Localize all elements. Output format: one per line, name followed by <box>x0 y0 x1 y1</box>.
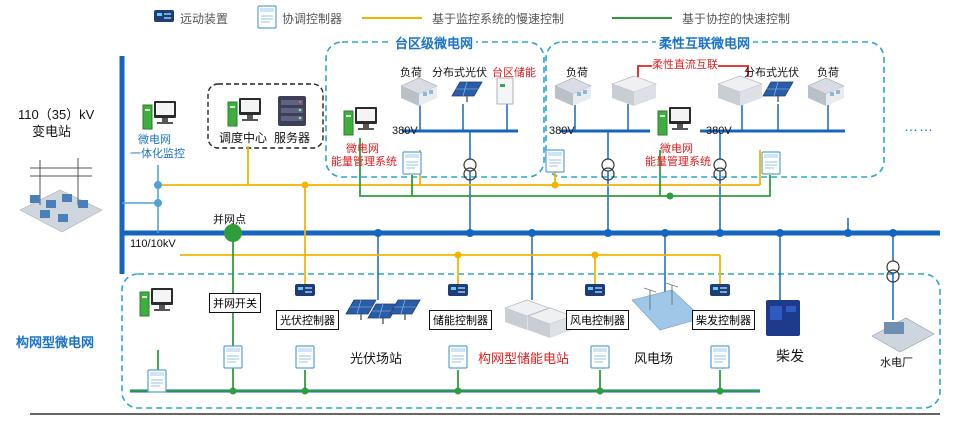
server-icon <box>278 96 306 126</box>
area-load-icon <box>400 77 438 107</box>
flex-pv-label: 分布式光伏 <box>744 67 799 79</box>
flex-ems-label-1: 微电网 <box>660 143 693 155</box>
grid-forming-box <box>121 273 941 409</box>
pv-station-image <box>345 299 421 325</box>
substation-voltage: 110（35）kV <box>18 107 95 122</box>
wind-farm-label: 风电场 <box>634 351 674 366</box>
diesel-rtu-icon <box>710 284 730 296</box>
area-ems-label-1: 微电网 <box>346 143 379 155</box>
storage-station-image <box>504 299 573 339</box>
grid-forming-title: 构网型微电网 <box>16 335 95 350</box>
dispatch-box <box>207 83 324 149</box>
area-load-label: 负荷 <box>400 67 422 79</box>
area-voltage-label: 380V <box>392 125 418 137</box>
substation-name: 变电站 <box>32 124 72 139</box>
grid-switch-label: 并网开关 <box>209 293 261 313</box>
flex-ems-label-2: 能量管理系统 <box>645 156 711 168</box>
monitor-coordinator-icon <box>147 369 167 393</box>
legend-coordinator-icon <box>257 5 277 29</box>
bus-label: 110/10kV <box>130 238 176 250</box>
wind-coordinator-icon <box>590 345 610 369</box>
flex-coordinator-left-icon <box>545 149 565 173</box>
area-pv-label: 分布式光伏 <box>432 67 487 79</box>
legend-rtu-label: 远动装置 <box>180 12 229 26</box>
storage-rtu-icon <box>448 284 468 296</box>
wind-controller-label: 风电控制器 <box>566 310 629 330</box>
storage-station-label: 构网型储能电站 <box>478 351 570 366</box>
flex-converter-right-icon <box>717 75 763 107</box>
diesel-label: 柴发 <box>776 348 804 364</box>
storage-controller-label: 储能控制器 <box>429 310 492 330</box>
area-storage-label: 台区储能 <box>492 67 536 79</box>
dispatch-center-label: 调度中心 <box>219 131 268 145</box>
flex-coordinator-right-icon <box>761 151 781 175</box>
ellipsis: …… <box>904 118 934 134</box>
pv-coordinator-icon <box>295 345 315 369</box>
monitor-label-2: 一体化监控 <box>130 148 185 160</box>
area-pv-icon <box>451 81 483 103</box>
flex-converter-left-icon <box>611 75 657 107</box>
pv-rtu-icon <box>295 284 315 296</box>
legend-rtu-icon <box>154 10 174 22</box>
diesel-image <box>766 300 800 336</box>
monitor-pc-icon <box>142 100 177 130</box>
flex-voltage-left-label: 380V <box>549 125 575 137</box>
substation-image <box>19 158 103 233</box>
switch-coordinator-icon <box>223 345 243 369</box>
grid-point-dot <box>224 224 242 242</box>
grid-point-label: 并网点 <box>213 214 246 226</box>
area-storage-icon <box>496 77 514 105</box>
grid-forming-pc-icon <box>139 287 174 317</box>
storage-coordinator-icon <box>448 345 468 369</box>
hydro-image <box>871 317 935 353</box>
flex-pv-icon <box>762 81 794 103</box>
flex-load-right-icon <box>807 77 845 107</box>
flex-ems-pc-icon <box>657 106 692 136</box>
legend-slow-label: 基于监控系统的慢速控制 <box>432 12 565 26</box>
diesel-controller-label: 柴发控制器 <box>692 310 755 330</box>
area-ems-pc-icon <box>343 106 378 136</box>
legend-coordinator-label: 协调控制器 <box>282 12 343 26</box>
wind-rtu-icon <box>585 284 605 296</box>
flex-voltage-right-label: 380V <box>706 125 732 137</box>
diesel-coordinator-icon <box>710 345 730 369</box>
legend-fast-label: 基于协控的快速控制 <box>682 12 791 26</box>
pv-controller-label: 光伏控制器 <box>276 310 339 330</box>
hydro-label: 水电厂 <box>880 357 913 369</box>
slow-control-lines <box>160 146 761 285</box>
flex-title: 柔性互联微电网 <box>656 33 754 52</box>
area-title: 台区级微电网 <box>392 33 477 52</box>
monitor-label-1: 微电网 <box>138 134 171 146</box>
server-label: 服务器 <box>274 131 311 145</box>
dispatch-pc-icon <box>227 97 262 127</box>
area-ems-label-2: 能量管理系统 <box>331 156 397 168</box>
area-coordinator-icon <box>402 151 422 175</box>
flex-load-right-label: 负荷 <box>817 67 839 79</box>
flex-load-left-icon <box>554 77 592 107</box>
pv-station-label: 光伏场站 <box>350 351 403 366</box>
dc-link-label: 柔性直流互联 <box>652 56 718 72</box>
flex-load-left-label: 负荷 <box>566 67 588 79</box>
